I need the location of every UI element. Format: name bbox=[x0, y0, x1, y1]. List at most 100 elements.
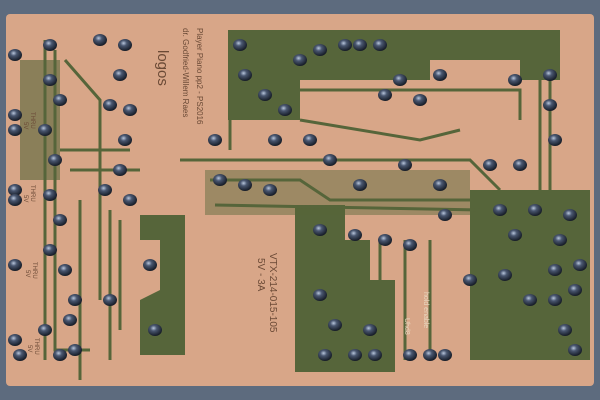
solder-joint bbox=[353, 39, 367, 51]
trace bbox=[300, 88, 522, 120]
solder-joint bbox=[93, 34, 107, 46]
solder-joint bbox=[53, 94, 67, 106]
solder-joint bbox=[43, 39, 57, 51]
solder-joint bbox=[238, 69, 252, 81]
edge-label-5v: 5V bbox=[22, 195, 28, 202]
edge-label-thru: THRU bbox=[33, 338, 39, 355]
solder-joint bbox=[123, 194, 137, 206]
solder-joint bbox=[303, 134, 317, 146]
solder-joint bbox=[413, 94, 427, 106]
hold-enable-label: hold enable bbox=[422, 292, 429, 328]
solder-pads bbox=[8, 34, 587, 361]
solder-joint bbox=[508, 229, 522, 241]
solder-joint bbox=[543, 99, 557, 111]
solder-joint bbox=[38, 324, 52, 336]
solder-joint bbox=[373, 39, 387, 51]
edge-label-thru: THRU bbox=[31, 262, 37, 279]
board-title-block: Player Piano pp2 - PS2016 dr. Godfried-W… bbox=[154, 28, 204, 125]
board-author: dr. Godfried-Willem Raes bbox=[181, 28, 190, 117]
solder-joint bbox=[43, 244, 57, 256]
solder-joint bbox=[48, 154, 62, 166]
edge-connector-labels: THRU 5V THRU 5V THRU 5V THRU 5V bbox=[22, 112, 39, 355]
solder-joint bbox=[523, 294, 537, 306]
circuit-board bbox=[6, 14, 594, 386]
solder-joint bbox=[143, 259, 157, 271]
edge-label-thru: THRU bbox=[29, 112, 35, 129]
solder-joint bbox=[438, 349, 452, 361]
solder-joint bbox=[368, 349, 382, 361]
solder-joint bbox=[548, 294, 562, 306]
trace bbox=[299, 118, 461, 142]
solder-joint bbox=[53, 349, 67, 361]
solder-joint bbox=[398, 159, 412, 171]
solder-joint bbox=[433, 69, 447, 81]
solder-joint bbox=[233, 39, 247, 51]
solder-joint bbox=[263, 184, 277, 196]
solder-joint bbox=[53, 214, 67, 226]
solder-joint bbox=[548, 134, 562, 146]
trace bbox=[498, 230, 570, 332]
solder-joint bbox=[113, 69, 127, 81]
solder-joint bbox=[68, 294, 82, 306]
solder-joint bbox=[378, 234, 392, 246]
solder-joint bbox=[113, 164, 127, 176]
solder-joint bbox=[238, 179, 252, 191]
solder-joint bbox=[318, 349, 332, 361]
solder-joint bbox=[38, 124, 52, 136]
solder-joint bbox=[8, 259, 22, 271]
solder-joint bbox=[378, 89, 392, 101]
solder-joint bbox=[498, 269, 512, 281]
trace bbox=[180, 158, 502, 192]
solder-joint bbox=[8, 334, 22, 346]
solder-joint bbox=[8, 124, 22, 136]
solder-joint bbox=[118, 39, 132, 51]
solder-joint bbox=[553, 234, 567, 246]
solder-joint bbox=[543, 69, 557, 81]
solder-joint bbox=[353, 179, 367, 191]
solder-joint bbox=[508, 74, 522, 86]
solder-joint bbox=[63, 314, 77, 326]
solder-joint bbox=[103, 99, 117, 111]
solder-joint bbox=[313, 44, 327, 56]
solder-joint bbox=[293, 54, 307, 66]
uhd-label: Uhd8 bbox=[403, 318, 410, 335]
solder-joint bbox=[528, 204, 542, 216]
trace bbox=[63, 59, 102, 300]
board-title: Player Piano pp2 - PS2016 bbox=[195, 28, 204, 125]
solder-joint bbox=[338, 39, 352, 51]
solder-joint bbox=[548, 264, 562, 276]
solder-joint bbox=[348, 229, 362, 241]
solder-joint bbox=[8, 109, 22, 121]
solder-joint bbox=[403, 349, 417, 361]
solder-joint bbox=[493, 204, 507, 216]
edge-label-5v: 5V bbox=[22, 122, 28, 129]
solder-joint bbox=[563, 209, 577, 221]
solder-joint bbox=[58, 264, 72, 276]
solder-joint bbox=[208, 134, 222, 146]
solder-joint bbox=[513, 159, 527, 171]
solder-joint bbox=[258, 89, 272, 101]
solder-joint bbox=[348, 349, 362, 361]
trace bbox=[488, 220, 580, 322]
edge-label-5v: 5V bbox=[24, 270, 30, 277]
solder-joint bbox=[43, 74, 57, 86]
solder-joint bbox=[313, 289, 327, 301]
solder-joint bbox=[98, 184, 112, 196]
solder-joint bbox=[8, 184, 22, 196]
solder-joint bbox=[68, 344, 82, 356]
solder-joint bbox=[118, 134, 132, 146]
solder-joint bbox=[13, 349, 27, 361]
edge-label-5v: 5V bbox=[26, 345, 32, 352]
solder-joint bbox=[148, 324, 162, 336]
solder-joint bbox=[433, 179, 447, 191]
solder-joint bbox=[393, 74, 407, 86]
solder-joint bbox=[568, 344, 582, 356]
solder-joint bbox=[328, 319, 342, 331]
solder-joint bbox=[483, 159, 497, 171]
solder-joint bbox=[403, 239, 417, 251]
solder-joint bbox=[278, 104, 292, 116]
solder-joint bbox=[363, 324, 377, 336]
solder-joint bbox=[463, 274, 477, 286]
solder-joint bbox=[268, 134, 282, 146]
